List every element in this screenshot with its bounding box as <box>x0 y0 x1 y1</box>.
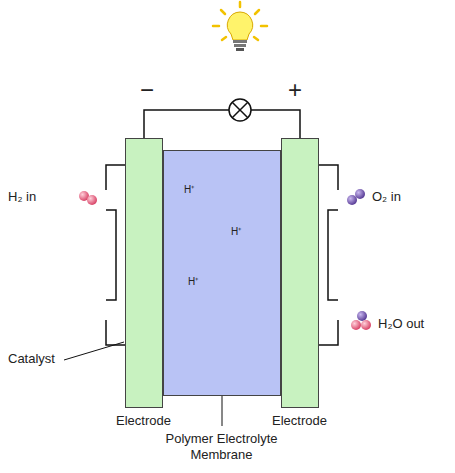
electrode: Electrode <box>125 138 163 408</box>
ion-label: H⁺ <box>231 226 241 238</box>
part-label: Catalyst <box>8 352 55 367</box>
part-label: Electrode <box>255 413 345 429</box>
io-label: H₂ in <box>8 190 36 205</box>
part-label: Polymer Electrolyte Membrane <box>157 431 287 462</box>
polarity-sign: + <box>288 76 302 104</box>
part-label: Electrode <box>99 413 189 429</box>
ion-label: H⁺ <box>188 276 198 288</box>
io-label: H₂O out <box>378 317 424 332</box>
circuit-wire <box>144 110 300 138</box>
membrane: Polymer Electrolyte Membrane <box>163 150 281 396</box>
light-bulb <box>213 2 267 51</box>
polarity-sign: − <box>140 76 154 104</box>
lamp-symbol <box>229 99 251 121</box>
electrode: Electrode <box>281 138 319 408</box>
io-label: O₂ in <box>372 190 401 205</box>
ion-label: H⁺ <box>184 184 194 196</box>
